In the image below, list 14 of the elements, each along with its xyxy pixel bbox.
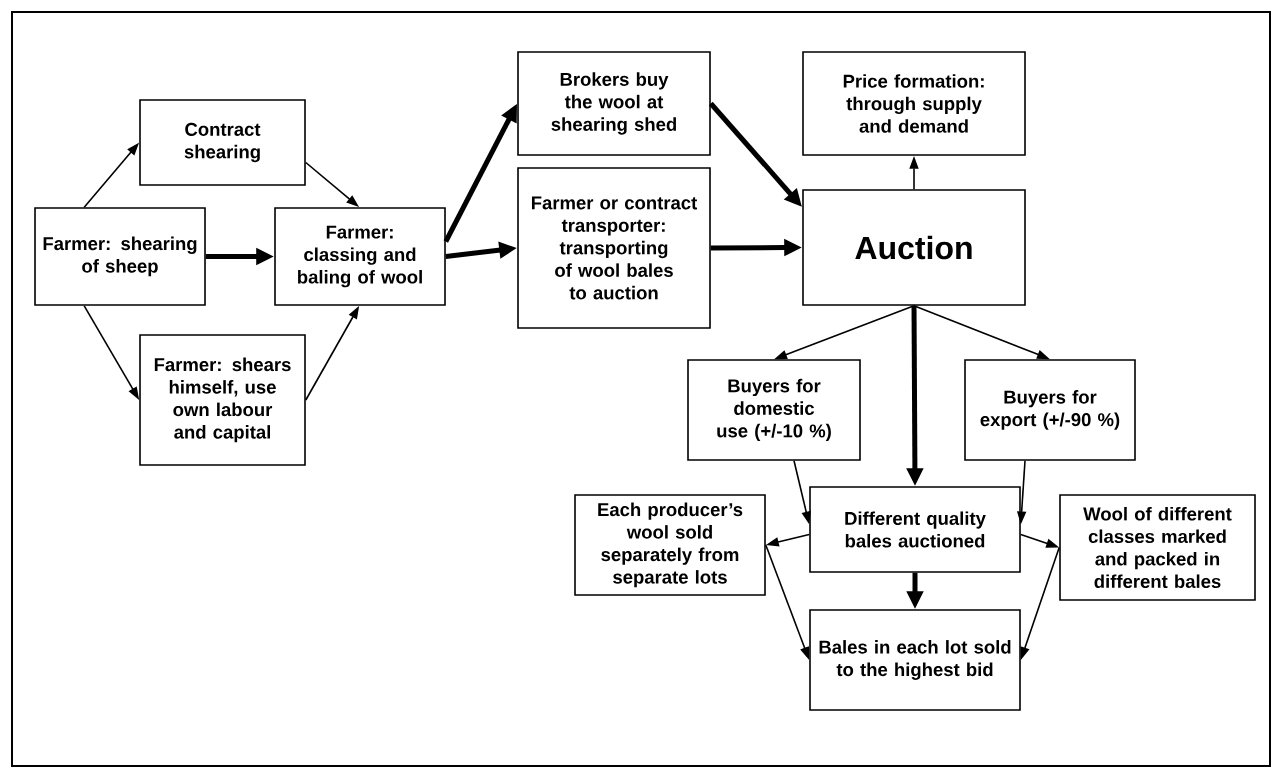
process-box: Bales in each lot sold to the highest bid (809, 609, 1021, 711)
process-box: Farmer: shearing of sheep (34, 207, 206, 306)
process-box: Brokers buy the wool at shearing shed (517, 51, 711, 156)
process-box: Price formation: through supply and demand (802, 51, 1026, 156)
process-box: Farmer or contract transporter: transporting of wool bales to auction (517, 167, 711, 329)
process-box: Contract shearing (139, 99, 306, 186)
process-box: Different quality bales auctioned (809, 486, 1021, 573)
process-box: Each producer’s wool sold separately from separate lots (574, 494, 766, 596)
process-box: Buyers for domestic use (+/-10 %) (687, 359, 861, 461)
process-box: Buyers for export (+/-90 %) (964, 359, 1136, 461)
process-box: Farmer: shears himself, use own labour and capital (139, 334, 306, 466)
process-box: Auction (802, 189, 1026, 306)
process-box: Wool of different classes marked and packed in different bales (1059, 494, 1256, 601)
process-box: Farmer: classing and baling of wool (274, 207, 446, 306)
